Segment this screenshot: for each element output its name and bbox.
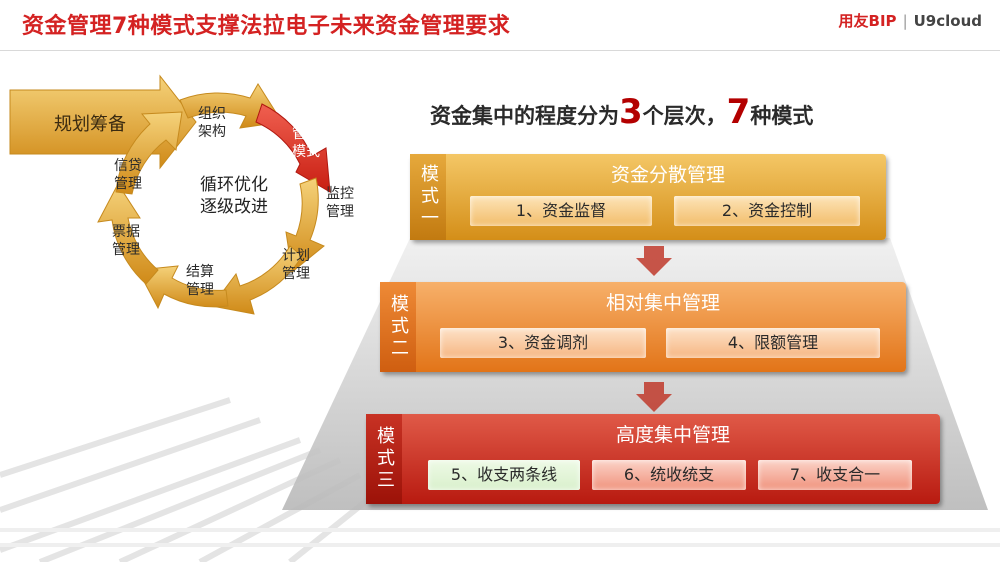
cycle-step-6-line2: 管理 xyxy=(112,242,140,258)
title-divider xyxy=(0,50,1000,51)
logo-product: U9cloud xyxy=(913,12,982,30)
cycle-step-7 xyxy=(115,111,183,195)
cycle-step-5-line1: 结算 xyxy=(186,264,214,280)
logo-brand: 用友BIP xyxy=(838,12,897,30)
cycle-step-1-line2: 架构 xyxy=(198,124,226,140)
tier-3-label: 模式三 xyxy=(366,414,402,504)
pyramid-diagram: 模式一 资金分散管理 1、资金监督 2、资金控制 模式二 相对集中管理 3、资金… xyxy=(270,150,1000,520)
tier-2-heading: 相对集中管理 xyxy=(605,292,720,314)
tier-1-down-arrow xyxy=(636,246,672,276)
subtitle-suffix: 种模式 xyxy=(750,104,814,128)
tier-2: 模式二 相对集中管理 3、资金调剂 4、限额管理 xyxy=(380,282,906,372)
tier-2-item-1: 3、资金调剂 xyxy=(440,328,646,358)
cycle-step-2 xyxy=(255,103,331,193)
tier-1-item-2: 2、资金控制 xyxy=(674,196,860,226)
cycle-step-2-line1: 管理 xyxy=(292,126,320,142)
tier-2-down-arrow xyxy=(636,382,672,412)
cycle-diagram: 规划筹备 组织 架构 管理 模式 监控 管理 计划 管理 结算 管理 票据 管理… xyxy=(9,74,354,315)
tier-1-heading: 资金分散管理 xyxy=(610,164,725,186)
cycle-step-1-line1: 组织 xyxy=(198,106,226,122)
tier-3-heading: 高度集中管理 xyxy=(615,424,730,446)
tier-3-item-2: 6、统收统支 xyxy=(592,460,746,490)
cycle-step-5-line2: 管理 xyxy=(186,282,214,298)
tier-1-label: 模式一 xyxy=(410,154,446,240)
start-arrow-label: 规划筹备 xyxy=(54,114,126,135)
cycle-step-2-line2: 模式 xyxy=(292,144,320,160)
pyramid-subtitle: 资金集中的程度分为3个层次，7种模式 xyxy=(430,92,813,132)
cycle-step-5 xyxy=(137,265,229,310)
tier-3-item-3: 7、收支合一 xyxy=(758,460,912,490)
cycle-step-7-line2: 管理 xyxy=(114,176,142,192)
cycle-step-3 xyxy=(285,177,325,273)
tier-3-item-1: 5、收支两条线 xyxy=(428,460,580,490)
tier-3: 模式三 高度集中管理 5、收支两条线 6、统收统支 7、收支合一 xyxy=(366,414,940,504)
subtitle-level-count: 3 xyxy=(619,92,643,132)
cycle-step-7-line1: 信贷 xyxy=(114,158,142,174)
cycle-step-4-line2: 管理 xyxy=(282,266,310,282)
cycle-center-line1: 循环优化 xyxy=(200,175,268,195)
page-title: 资金管理7种模式支撑法拉电子未来资金管理要求 xyxy=(22,14,511,39)
subtitle-prefix: 资金集中的程度分为 xyxy=(430,104,619,128)
tier-1: 模式一 资金分散管理 1、资金监督 2、资金控制 xyxy=(410,154,886,240)
cycle-center-line2: 逐级改进 xyxy=(200,197,268,217)
tier-2-item-2: 4、限额管理 xyxy=(666,328,880,358)
background-lines xyxy=(0,397,1000,562)
subtitle-mode-count: 7 xyxy=(726,92,751,132)
cycle-step-6-line1: 票据 xyxy=(112,224,140,240)
subtitle-middle: 个层次， xyxy=(642,104,727,128)
tier-2-label: 模式二 xyxy=(380,282,416,372)
cycle-step-4-line1: 计划 xyxy=(282,248,310,264)
logo-separator: | xyxy=(902,12,908,30)
cycle-step-3-line2: 管理 xyxy=(326,204,354,220)
cycle-step-3-line1: 监控 xyxy=(326,186,354,202)
tier-1-item-1: 1、资金监督 xyxy=(470,196,652,226)
brand-logo: 用友BIP | U9cloud xyxy=(839,10,982,31)
